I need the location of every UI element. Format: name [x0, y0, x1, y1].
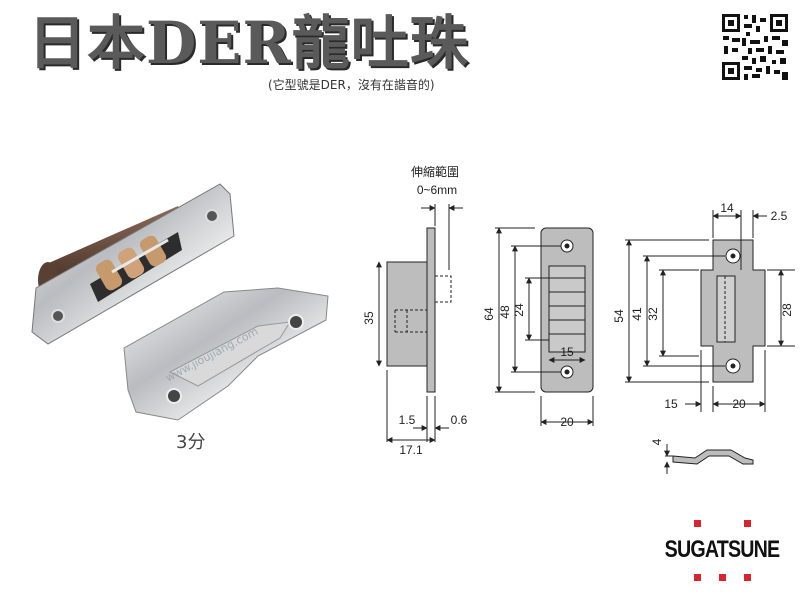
dim-side-depth: 17.1 — [399, 443, 423, 457]
dim-strike-thick: 4 — [650, 438, 664, 445]
stroke-range-label: 伸縮範圍 — [411, 164, 459, 179]
technical-drawing: 35 伸縮範圍 0~6mm 1.5 0.6 17.1 64 4 — [362, 164, 795, 474]
dim-front-w-total: 20 — [560, 415, 574, 429]
dim-front-h-mid: 48 — [498, 305, 512, 319]
dim-side-height: 35 — [362, 311, 376, 325]
dim-side-t2: 0.6 — [451, 413, 468, 427]
strike-view: 14 2.5 54 41 32 28 15 20 4 — [612, 201, 795, 474]
sugatsune-logo: SUGATSUNE — [652, 518, 792, 588]
dim-front-h-total: 64 — [482, 307, 496, 321]
size-caption: 3分 — [176, 432, 206, 453]
dim-side-t1: 1.5 — [399, 413, 416, 427]
dim-strike-top-w: 14 — [720, 201, 734, 215]
page-title: 日本DER龍吐珠 — [28, 9, 469, 77]
dim-front-h-inner: 24 — [512, 303, 526, 317]
dim-strike-h-total: 54 — [612, 309, 626, 323]
logo-squares-icon — [694, 520, 751, 581]
front-view: 64 48 24 15 20 — [482, 227, 594, 429]
dim-strike-top-off: 2.5 — [771, 209, 788, 223]
qr-code-icon — [720, 12, 790, 82]
product-photo: www.jioujiang.com — [31, 183, 329, 421]
roller-icon — [95, 235, 169, 291]
side-view: 35 伸縮範圍 0~6mm 1.5 0.6 17.1 — [362, 164, 468, 457]
dim-strike-h-mid: 41 — [630, 307, 644, 321]
logo-text: SUGATSUNE — [664, 536, 781, 563]
dim-front-w-roller: 15 — [560, 345, 574, 359]
dim-strike-h-inner: 32 — [646, 307, 660, 321]
page-subtitle: (它型號是DER，沒有在諧音的) — [268, 78, 435, 92]
dim-strike-bot-l: 15 — [664, 397, 678, 411]
stroke-range-value: 0~6mm — [417, 183, 457, 197]
dim-strike-bot-r: 20 — [732, 397, 746, 411]
dim-strike-h-right: 28 — [780, 303, 794, 317]
